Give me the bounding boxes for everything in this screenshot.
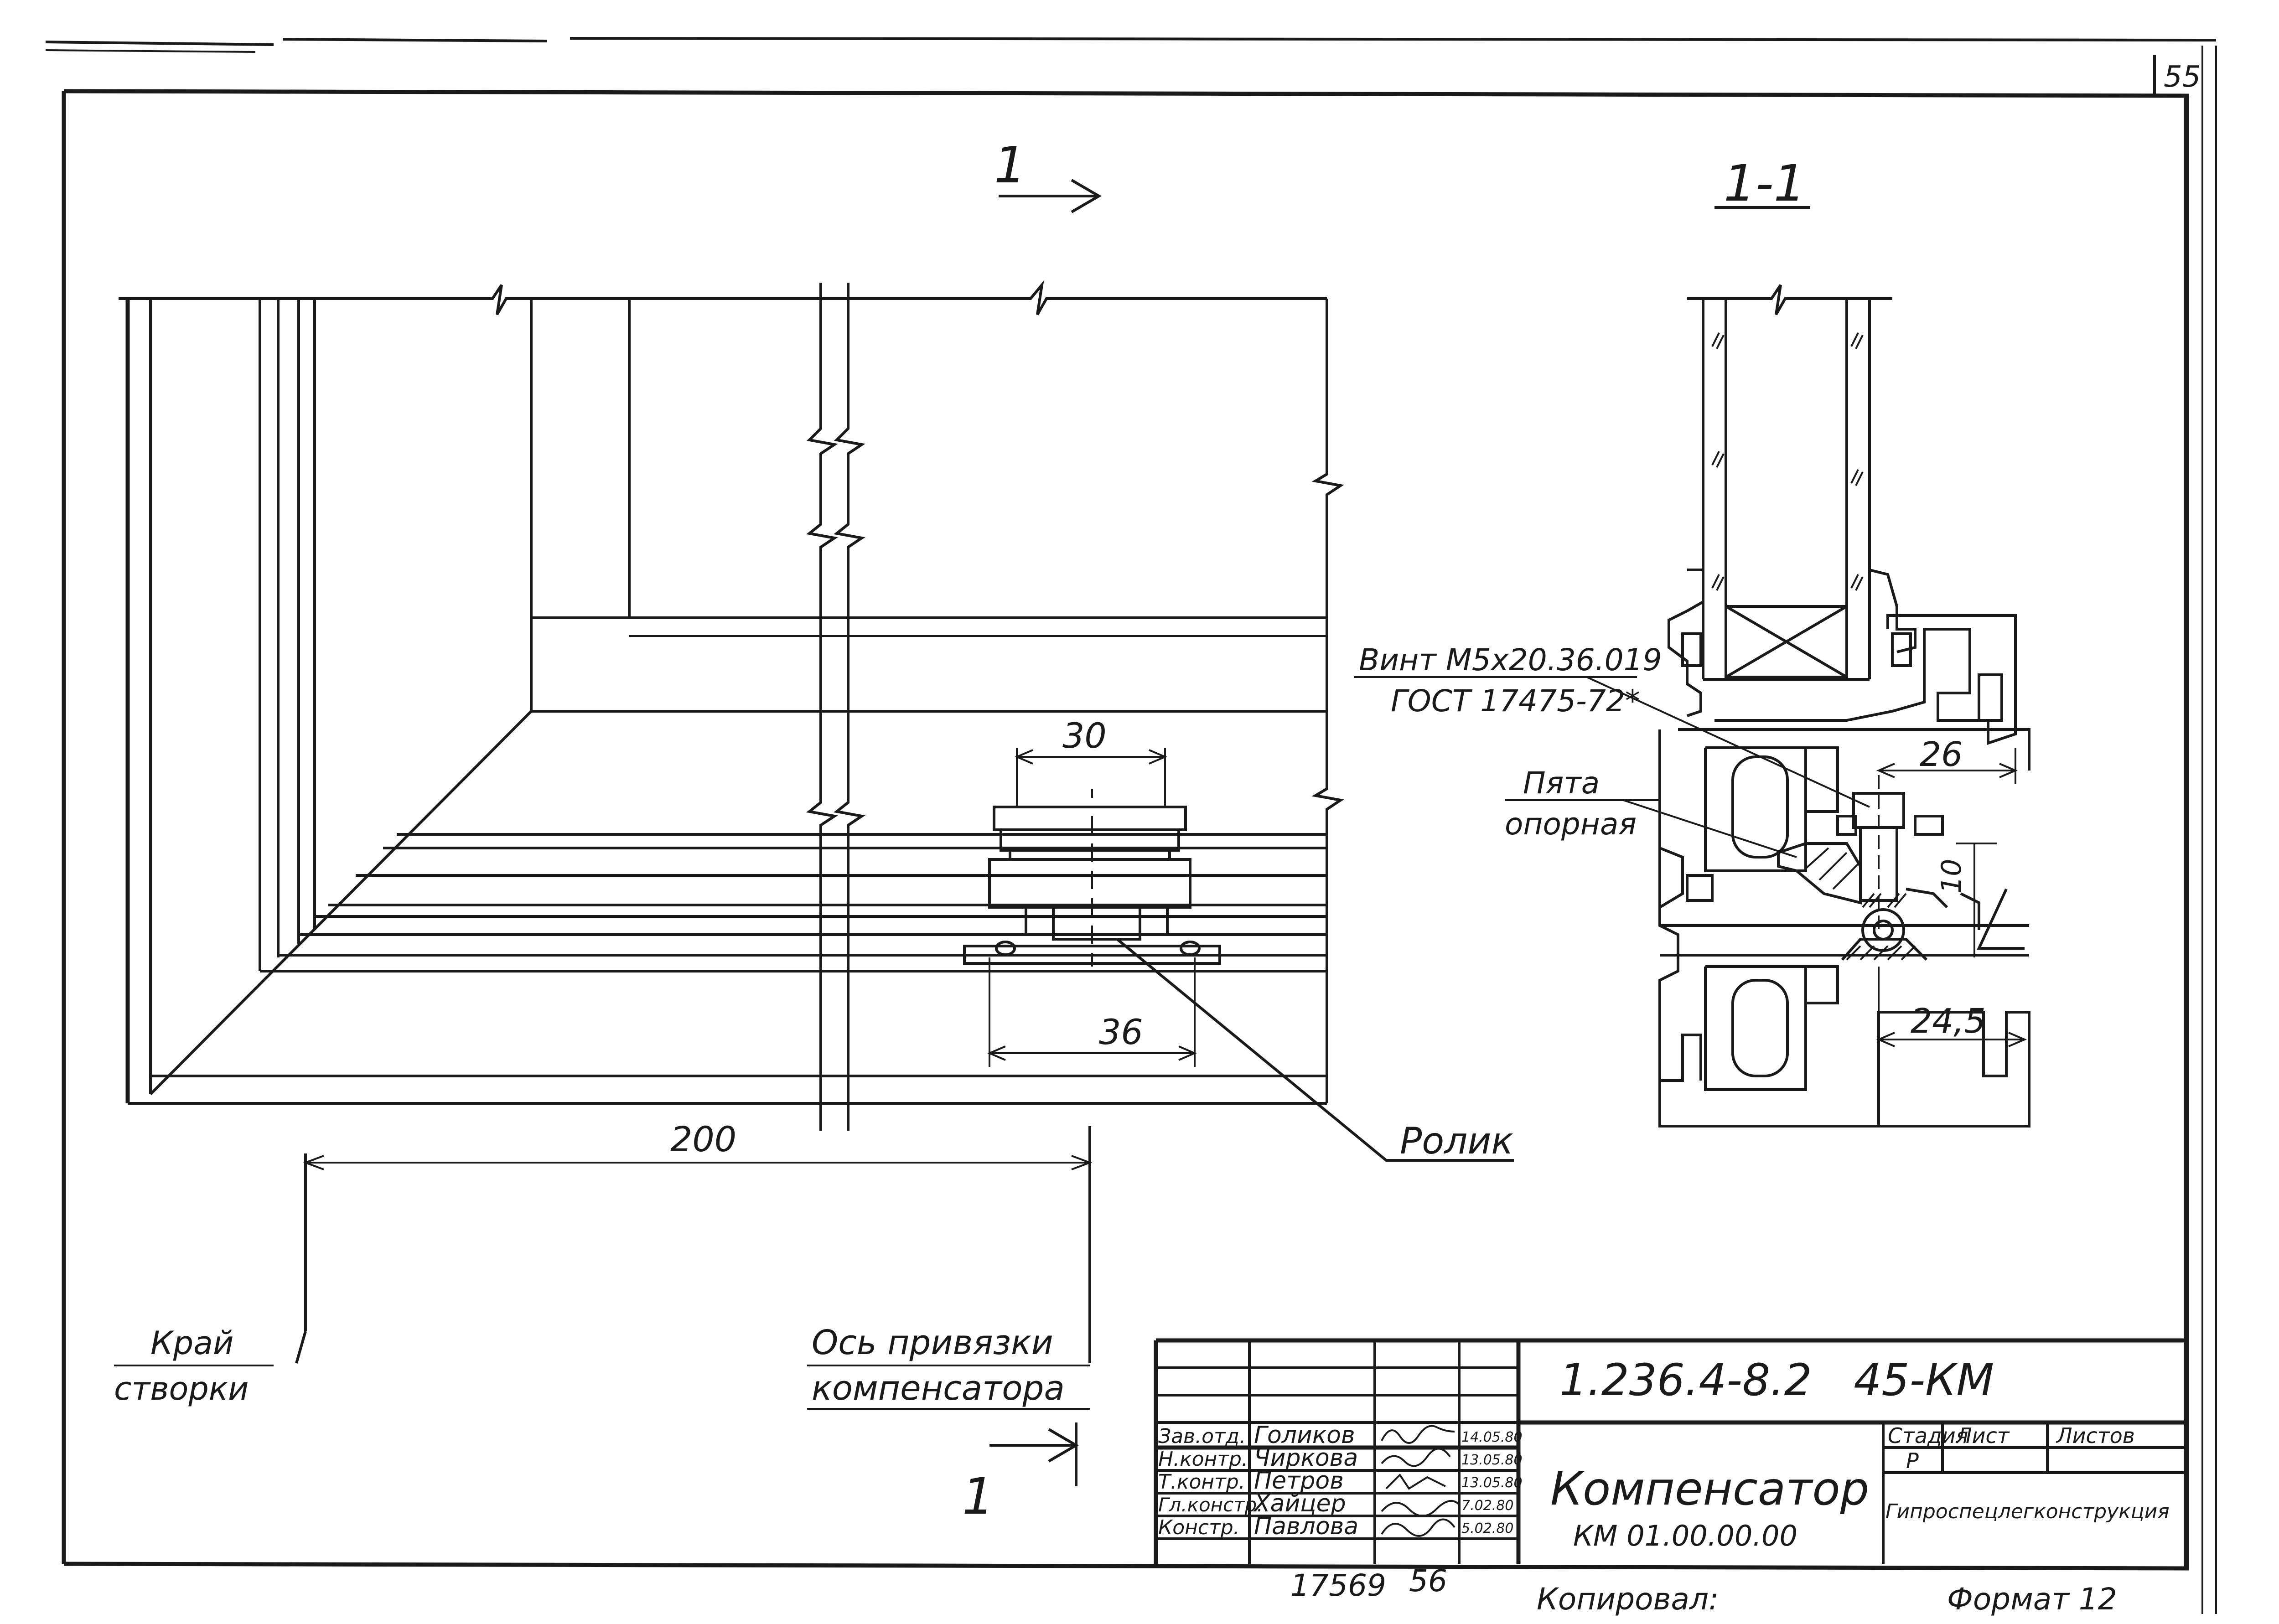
format-label: Формат 12 bbox=[1947, 1582, 2117, 1617]
footer-page: 56 bbox=[1409, 1563, 1447, 1598]
screw-m5 bbox=[1852, 775, 1907, 930]
signer-name-4: Хайцер bbox=[1253, 1490, 1346, 1517]
dimension-26: 26 bbox=[1876, 735, 2018, 784]
dimension-24-5: 24,5 bbox=[1876, 967, 2027, 1049]
stage-value: Р bbox=[1906, 1448, 1919, 1473]
signer-role-1: Зав.отд. bbox=[1158, 1425, 1246, 1448]
dimension-10: 10 bbox=[1936, 843, 1997, 957]
screw-label-2: ГОСТ 17475-72* bbox=[1391, 683, 1640, 719]
sheet-header: Лист bbox=[1955, 1423, 2010, 1448]
front-view: 30 36 Ролик 200 Край створки bbox=[114, 280, 1514, 1410]
dimension-200: 200 bbox=[295, 1119, 1093, 1364]
heel-label-2: опорная bbox=[1505, 807, 1637, 842]
axis-label-2: компенсатора bbox=[812, 1369, 1065, 1408]
edge-callout: Край створки bbox=[114, 1324, 274, 1407]
signer-date-5: 5.02.80 bbox=[1461, 1521, 1514, 1536]
copied-by: Копировал: bbox=[1537, 1582, 1719, 1617]
signatures bbox=[1381, 1425, 1460, 1537]
designation: 1.236.4-8.2 45-КМ bbox=[1559, 1355, 1994, 1406]
sheet-frame bbox=[62, 46, 2217, 1614]
top-scan-lines bbox=[45, 37, 2217, 53]
signer-date-1: 14.05.80 bbox=[1461, 1429, 1523, 1445]
screw-callout: Винт М5х20.36.019 ГОСТ 17475-72* bbox=[1354, 642, 1870, 808]
roller-label: Ролик bbox=[1400, 1120, 1513, 1162]
bottom-section-mark: 1 bbox=[962, 1422, 1079, 1526]
dimension-30: 30 bbox=[1014, 715, 1168, 807]
signer-role-3: Т.контр. bbox=[1158, 1470, 1245, 1494]
dim-30-label: 30 bbox=[1062, 715, 1107, 756]
signer-name-2: Чиркова bbox=[1254, 1444, 1358, 1472]
support-heel bbox=[1777, 842, 1862, 905]
signer-name-1: Голиков bbox=[1254, 1422, 1355, 1449]
bottom-section-label: 1 bbox=[962, 1467, 994, 1526]
dim-24-5-label: 24,5 bbox=[1911, 1002, 1986, 1041]
section-label: 1-1 bbox=[1724, 154, 1806, 212]
signer-name-5: Павлова bbox=[1254, 1513, 1358, 1540]
signer-role-4: Гл.констр. bbox=[1158, 1494, 1263, 1516]
signer-date-3: 13.05.80 bbox=[1461, 1475, 1523, 1491]
organization: Гипроспецлегконструкция bbox=[1885, 1500, 2170, 1523]
screw-label-1: Винт М5х20.36.019 bbox=[1359, 642, 1662, 678]
dim-10-label: 10 bbox=[1936, 859, 1968, 894]
edge-label-1: Край bbox=[150, 1324, 234, 1362]
section-roller bbox=[1841, 908, 1928, 961]
heel-callout: Пята опорная bbox=[1505, 765, 1797, 858]
stage-header: Стадия bbox=[1888, 1423, 1968, 1448]
title-block: 1.236.4-8.2 45-КМ Компенсатор КМ 01.00.0… bbox=[1154, 1338, 2186, 1564]
inventory-number: 17569 bbox=[1290, 1568, 1386, 1603]
signer-role-2: Н.контр. bbox=[1158, 1448, 1248, 1471]
view-label-arrow: 1 bbox=[994, 136, 1102, 213]
signer-name-3: Петров bbox=[1254, 1467, 1344, 1495]
section-label-group: 1-1 bbox=[1714, 154, 1810, 212]
drawing-title: Компенсатор bbox=[1550, 1462, 1869, 1515]
heel-label-1: Пята bbox=[1523, 765, 1600, 801]
sheets-header: Листов bbox=[2056, 1423, 2135, 1448]
axis-label-1: Ось привязки bbox=[812, 1323, 1053, 1362]
sheet-number: 55 bbox=[2164, 60, 2201, 94]
dim-26-label: 26 bbox=[1920, 735, 1963, 774]
axis-callout: Ось привязки компенсатора bbox=[807, 1323, 1090, 1410]
signer-date-2: 13.05.80 bbox=[1461, 1452, 1523, 1468]
view-label: 1 bbox=[994, 136, 1026, 194]
signer-role-5: Констр. bbox=[1158, 1516, 1240, 1539]
edge-label-2: створки bbox=[114, 1370, 249, 1407]
dim-200-label: 200 bbox=[670, 1119, 736, 1159]
dim-36-label: 36 bbox=[1099, 1012, 1143, 1052]
section-view: 26 10 24,5 Винт М5х20.36.019 ГОСТ 17475-… bbox=[1354, 284, 2030, 1127]
roller-assembly bbox=[963, 789, 1221, 967]
drawing-code: КМ 01.00.00.00 bbox=[1573, 1519, 1797, 1552]
signer-date-4: 7.02.80 bbox=[1461, 1498, 1514, 1514]
dimension-36: 36 bbox=[987, 957, 1197, 1067]
